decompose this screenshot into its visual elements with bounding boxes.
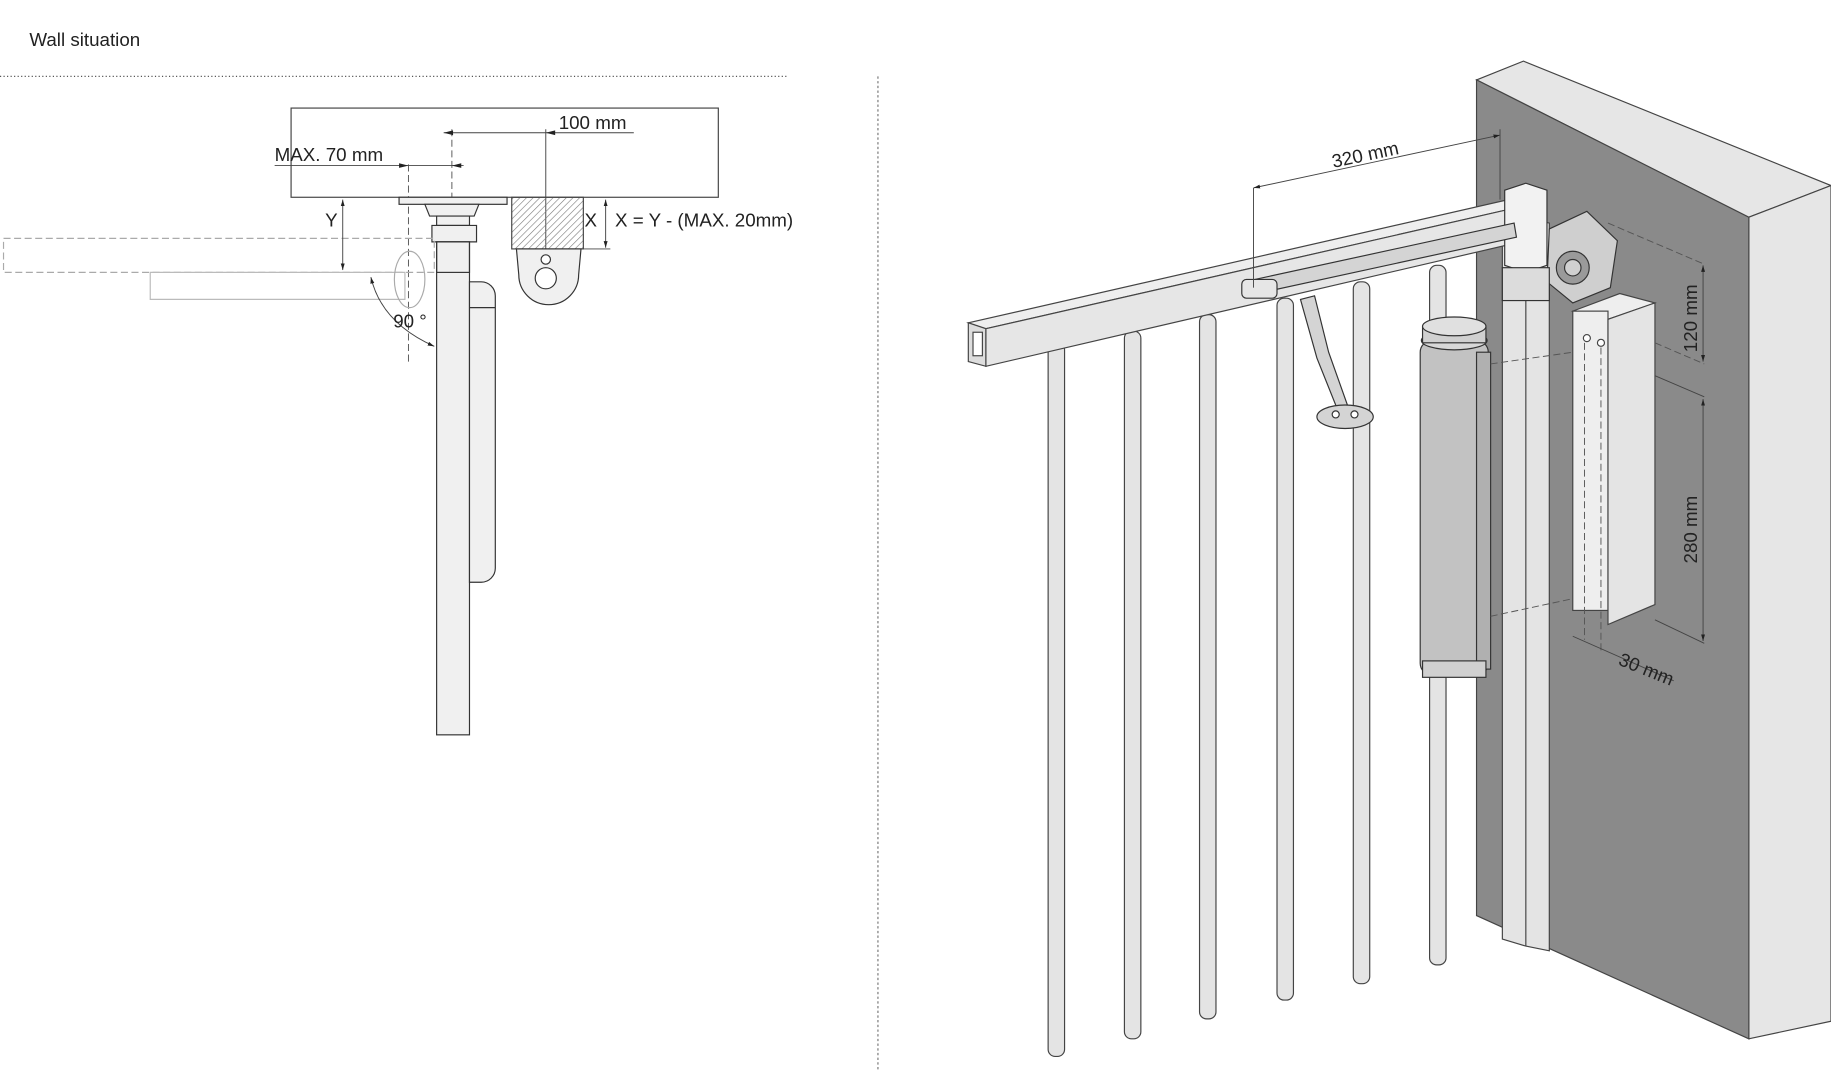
dim-max-label: MAX. 70 mm	[275, 144, 383, 165]
hinge-block	[1504, 182, 1548, 274]
section-title: Wall situation	[29, 29, 140, 50]
label-y: Y	[325, 210, 338, 231]
angle-arc	[370, 276, 435, 347]
dim-height-label: 280 mm	[1680, 496, 1701, 564]
arm-link	[1299, 295, 1349, 412]
plan-view: 100 mm MAX. 70 mm Y X X = Y - (MAX. 20mm…	[2, 107, 793, 736]
mounting-box	[1572, 310, 1609, 612]
gate-post	[436, 241, 471, 736]
mounting-block	[511, 196, 584, 250]
angle-label: 90 °	[393, 311, 427, 332]
dim-arm-label: 320 mm	[1330, 137, 1401, 172]
wall-section	[290, 107, 719, 198]
gate-pickets	[1047, 264, 1447, 1058]
dim-arm-line	[1253, 134, 1501, 189]
hinge-knuckle	[431, 224, 478, 243]
formula-label: X = Y - (MAX. 20mm)	[615, 210, 793, 231]
wall-side-face	[1748, 184, 1831, 1040]
iso-view: 320 mm 120 mm 280 mm 30 mm	[966, 60, 1831, 1058]
closer-body-plan	[468, 281, 496, 583]
dim-top-label: 120 mm	[1680, 284, 1701, 352]
dim-offset-label: 100 mm	[559, 112, 627, 133]
base-plate	[398, 196, 508, 205]
label-x: X	[585, 210, 598, 231]
dim-depth-line	[1572, 635, 1674, 682]
arm-shoe	[1316, 404, 1374, 430]
gate-open-position	[2, 237, 435, 273]
